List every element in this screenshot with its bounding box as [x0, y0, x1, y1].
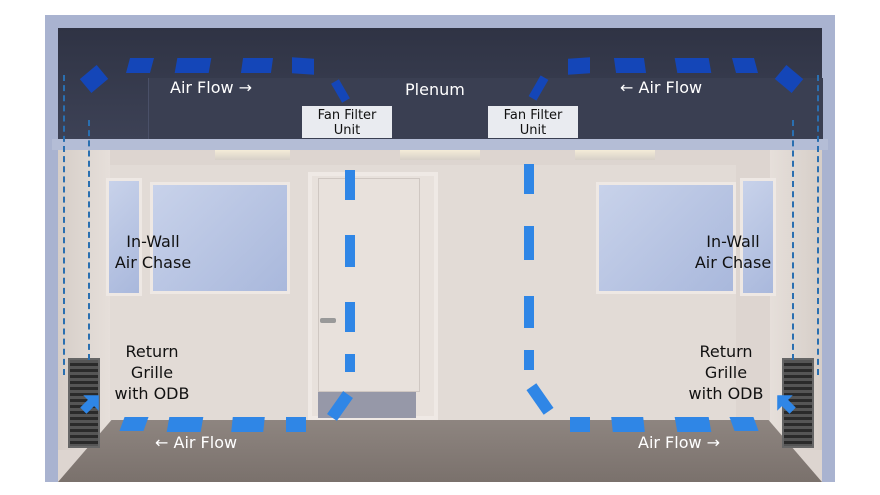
arrow-segment: [524, 164, 534, 194]
air-chase-line: [88, 120, 90, 360]
arrow-segment: [731, 58, 759, 73]
ffu-label: Fan Filter: [317, 108, 377, 123]
door-panel: [318, 178, 420, 392]
airflow-label-top-right: ← Air Flow: [620, 78, 703, 97]
label-line: Air Chase: [694, 253, 772, 272]
arrow-segment: [292, 57, 314, 75]
arrow-segment: [568, 57, 590, 75]
air-chase-label-right: In-Wall Air Chase: [690, 231, 776, 273]
arrow-segment: [524, 226, 534, 260]
label-line: with ODB: [688, 384, 764, 403]
arrow-segment: [345, 302, 355, 332]
door: [308, 172, 438, 420]
ffu-label: Unit: [333, 123, 361, 138]
arrow-segment: [674, 58, 712, 73]
arrow-segment: [345, 235, 355, 267]
airflow-label-top-left: Air Flow →: [170, 78, 253, 97]
arrow-segment: [613, 58, 647, 73]
air-chase-line: [63, 75, 65, 375]
label-line: Return: [699, 342, 753, 361]
label-line: In-Wall: [706, 232, 760, 251]
airflow-label-bottom-right: Air Flow →: [638, 433, 721, 452]
label-line: In-Wall: [126, 232, 180, 251]
ceiling-light: [215, 150, 290, 160]
arrow-segment: [570, 417, 590, 432]
plenum-back-wall: [148, 78, 823, 140]
window: [150, 182, 290, 294]
label-line: with ODB: [114, 384, 190, 403]
label-line: Return: [125, 342, 179, 361]
arrow-segment: [166, 417, 204, 432]
door-handle: [320, 318, 336, 323]
window: [740, 178, 776, 296]
arrow-segment: [345, 354, 355, 372]
label-line: Grille: [130, 363, 174, 382]
window: [106, 178, 142, 296]
ceiling-light: [575, 150, 655, 160]
air-chase-line: [817, 75, 819, 375]
fan-filter-unit-left: Fan Filter Unit: [302, 106, 392, 138]
ffu-label: Fan Filter: [503, 108, 563, 123]
ceiling-light: [400, 150, 480, 160]
arrow-segment: [674, 417, 712, 432]
arrow-segment: [345, 170, 355, 200]
air-chase-label-left: In-Wall Air Chase: [110, 231, 196, 273]
label-line: Grille: [704, 363, 748, 382]
fan-filter-unit-right: Fan Filter Unit: [488, 106, 578, 138]
ceiling-grid: [52, 139, 828, 150]
arrow-segment: [524, 296, 534, 328]
arrow-segment: [119, 417, 149, 431]
ffu-label: Unit: [519, 123, 547, 138]
arrow-segment: [125, 58, 155, 73]
arrow-segment: [611, 417, 645, 432]
return-grille-label-left: Return Grille with ODB: [106, 341, 198, 404]
plenum-label: Plenum: [405, 80, 465, 99]
arrow-segment: [231, 417, 265, 432]
airflow-label-bottom-left: ← Air Flow: [155, 433, 238, 452]
arrow-segment: [729, 417, 759, 431]
window: [596, 182, 736, 294]
arrow-segment: [286, 417, 306, 432]
label-line: Air Chase: [114, 253, 192, 272]
arrow-segment: [174, 58, 212, 73]
arrow-segment: [524, 350, 534, 370]
air-chase-line: [792, 120, 794, 360]
arrow-segment: [240, 58, 274, 73]
return-grille-label-right: Return Grille with ODB: [680, 341, 772, 404]
